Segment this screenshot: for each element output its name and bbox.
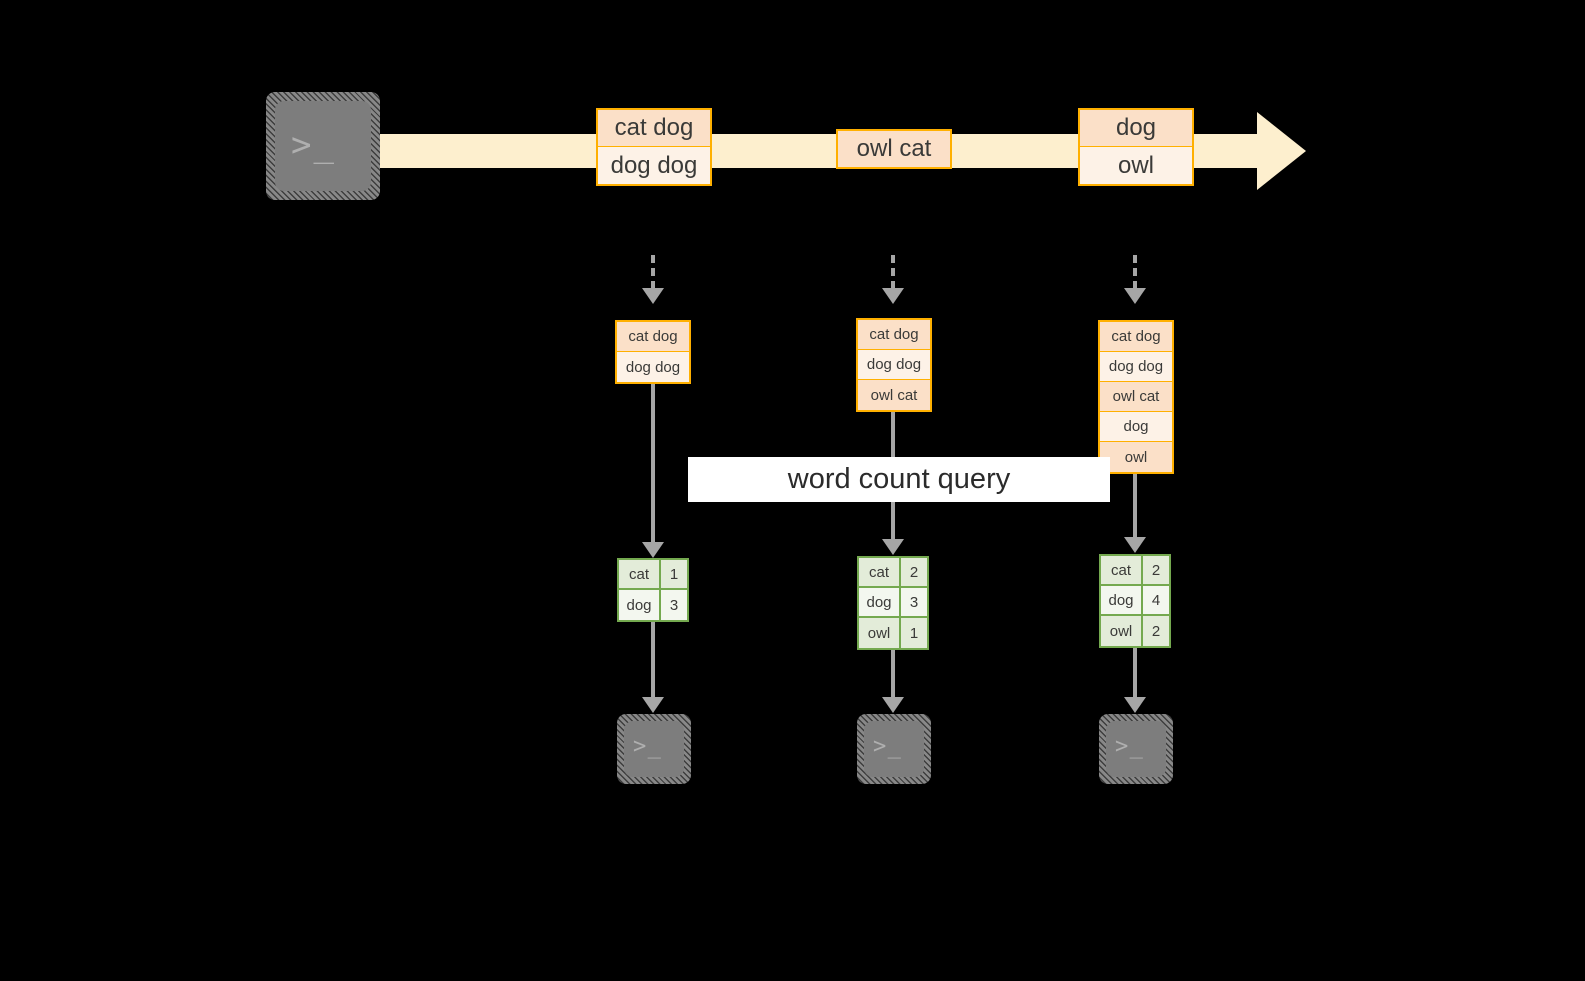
batch-to-result-arrowhead-1: [642, 542, 664, 558]
stream-to-batch-connector-3: [1133, 255, 1137, 289]
result-row: cat 1: [619, 560, 687, 590]
result-row: cat 2: [859, 558, 927, 588]
batch-line: dog dog: [858, 350, 930, 380]
terminal-inner-surface: [1106, 721, 1166, 777]
result-count: 2: [1143, 616, 1169, 646]
result-row: dog 4: [1101, 586, 1169, 616]
result-row: dog 3: [859, 588, 927, 618]
result-count: 3: [901, 588, 927, 616]
result-count: 2: [901, 558, 927, 586]
result-count: 1: [901, 618, 927, 648]
batch-to-result-connector-3: [1133, 474, 1137, 538]
sink-terminal-icon-2[interactable]: >_: [857, 714, 931, 784]
stream-event-1[interactable]: cat dog dog dog: [596, 108, 712, 186]
result-word: cat: [619, 560, 661, 588]
batch-to-result-arrowhead-2: [882, 539, 904, 555]
stream-to-batch-arrowhead-2: [882, 288, 904, 304]
result-word: dog: [619, 590, 661, 620]
batch-line: owl cat: [858, 380, 930, 410]
terminal-prompt-glyph: >_: [633, 734, 663, 759]
terminal-inner-surface: [624, 721, 684, 777]
stream-event-line: cat dog: [598, 110, 710, 147]
result-count: 3: [661, 590, 687, 620]
result-to-sink-arrowhead-3: [1124, 697, 1146, 713]
terminal-prompt-glyph: >_: [291, 125, 337, 165]
result-count: 2: [1143, 556, 1169, 584]
batch-snapshot-1[interactable]: cat dog dog dog: [615, 320, 691, 384]
batch-line: cat dog: [617, 322, 689, 352]
result-to-sink-connector-2: [891, 650, 895, 698]
result-to-sink-arrowhead-2: [882, 697, 904, 713]
terminal-prompt-glyph: >_: [873, 734, 903, 759]
result-word: dog: [859, 588, 901, 616]
query-label: word count query: [688, 457, 1110, 502]
result-count: 4: [1143, 586, 1169, 614]
batch-to-result-arrowhead-3: [1124, 537, 1146, 553]
result-table-3[interactable]: cat 2 dog 4 owl 2: [1099, 554, 1171, 648]
result-word: owl: [1101, 616, 1143, 646]
batch-line: dog dog: [1100, 352, 1172, 382]
result-word: dog: [1101, 586, 1143, 614]
batch-line: owl cat: [1100, 382, 1172, 412]
stream-to-batch-arrowhead-3: [1124, 288, 1146, 304]
terminal-inner-surface: [275, 101, 371, 191]
batch-snapshot-3[interactable]: cat dog dog dog owl cat dog owl: [1098, 320, 1174, 474]
result-row: dog 3: [619, 590, 687, 620]
result-word: cat: [859, 558, 901, 586]
stream-event-line: owl cat: [838, 131, 950, 167]
source-terminal-icon[interactable]: >_: [266, 92, 380, 200]
batch-line: cat dog: [858, 320, 930, 350]
result-row: cat 2: [1101, 556, 1169, 586]
result-count: 1: [661, 560, 687, 588]
batch-snapshot-2[interactable]: cat dog dog dog owl cat: [856, 318, 932, 412]
batch-to-result-connector-1: [651, 384, 655, 543]
query-label-text: word count query: [787, 463, 1011, 495]
stream-to-batch-arrowhead-1: [642, 288, 664, 304]
result-word: owl: [859, 618, 901, 648]
sink-terminal-icon-1[interactable]: >_: [617, 714, 691, 784]
batch-line: dog dog: [617, 352, 689, 382]
result-to-sink-arrowhead-1: [642, 697, 664, 713]
batch-line: owl: [1100, 442, 1172, 472]
result-to-sink-connector-3: [1133, 648, 1137, 698]
stream-arrow-head: [1257, 112, 1309, 190]
stream-event-line: dog: [1080, 110, 1192, 147]
stream-to-batch-connector-2: [891, 255, 895, 289]
terminal-inner-surface: [864, 721, 924, 777]
result-to-sink-connector-1: [651, 622, 655, 698]
stream-event-3[interactable]: dog owl: [1078, 108, 1194, 186]
stream-event-2[interactable]: owl cat: [836, 129, 952, 169]
batch-line: dog: [1100, 412, 1172, 442]
sink-terminal-icon-3[interactable]: >_: [1099, 714, 1173, 784]
result-row: owl 1: [859, 618, 927, 648]
result-table-1[interactable]: cat 1 dog 3: [617, 558, 689, 622]
batch-line: cat dog: [1100, 322, 1172, 352]
stream-event-line: owl: [1080, 147, 1192, 184]
result-table-2[interactable]: cat 2 dog 3 owl 1: [857, 556, 929, 650]
result-row: owl 2: [1101, 616, 1169, 646]
terminal-prompt-glyph: >_: [1115, 734, 1145, 759]
result-word: cat: [1101, 556, 1143, 584]
stream-to-batch-connector-1: [651, 255, 655, 289]
stream-event-line: dog dog: [598, 147, 710, 184]
